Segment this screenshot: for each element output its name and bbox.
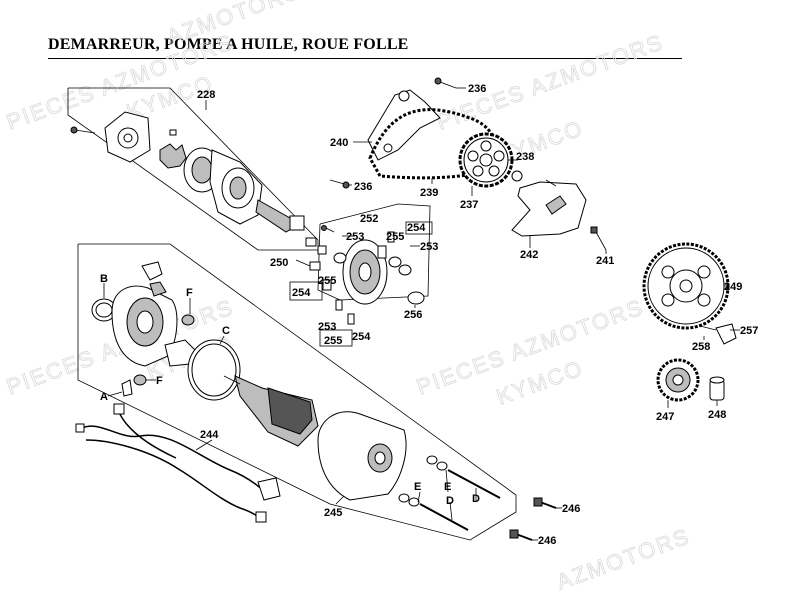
page-title: DEMARREUR, POMPE A HUILE, ROUE FOLLE <box>48 36 409 53</box>
label-253-c: 253 <box>318 321 336 333</box>
label-254-top: 254 <box>407 222 426 234</box>
label-236-top: 236 <box>468 83 486 95</box>
label-255-b: 255 <box>318 275 336 287</box>
label-254-mid: 254 <box>292 287 311 299</box>
label-238: 238 <box>516 151 534 163</box>
label-236-bottom: 236 <box>354 181 372 193</box>
watermark-layer: PIECES AZMOTORS KYMCO PIECES AZMOTORS KY… <box>3 0 694 592</box>
label-228: 228 <box>197 89 215 101</box>
label-247: 247 <box>656 411 674 423</box>
label-250: 250 <box>270 257 288 269</box>
label-F-bottom: F <box>156 375 163 387</box>
label-240: 240 <box>330 137 348 149</box>
label-253-a: 253 <box>346 231 364 243</box>
label-257: 257 <box>740 325 758 337</box>
chain-drive-group <box>329 77 523 189</box>
part-labels: 228 236 240 236 239 238 237 242 241 252 … <box>100 83 758 547</box>
leader-lines <box>103 87 740 541</box>
label-241: 241 <box>596 255 614 267</box>
label-E-right: E <box>444 481 451 493</box>
label-E-left: E <box>414 481 421 493</box>
label-245: 245 <box>324 507 342 519</box>
idle-gear-group <box>289 203 433 347</box>
label-252: 252 <box>360 213 378 225</box>
label-D-right: D <box>472 493 480 505</box>
bracket-242 <box>511 179 607 251</box>
bolts-246 <box>509 497 557 541</box>
label-254-bottom: 254 <box>352 331 371 343</box>
label-C: C <box>222 325 230 337</box>
title-underline <box>48 58 682 59</box>
label-239: 239 <box>420 187 438 199</box>
label-249: 249 <box>724 281 742 293</box>
label-B: B <box>100 273 108 285</box>
starter-motor-group <box>77 243 517 541</box>
watermark-text: AZMOTORS <box>163 0 303 50</box>
sprocket-group <box>642 242 737 402</box>
label-F-top: F <box>186 287 193 299</box>
wiring-harness-244 <box>75 403 281 523</box>
label-258: 258 <box>692 341 710 353</box>
oil-pump-group <box>67 87 319 251</box>
label-244: 244 <box>200 429 219 441</box>
watermark-text: AZMOTORS <box>553 523 693 592</box>
label-D-left: D <box>446 495 454 507</box>
label-255-c: 255 <box>324 335 342 347</box>
label-237: 237 <box>460 199 478 211</box>
label-A: A <box>100 391 108 403</box>
label-253-b: 253 <box>420 241 438 253</box>
label-255-a: 255 <box>386 231 404 243</box>
label-246-top: 246 <box>562 503 580 515</box>
label-248: 248 <box>708 409 726 421</box>
label-256: 256 <box>404 309 422 321</box>
label-246-bottom: 246 <box>538 535 556 547</box>
label-242: 242 <box>520 249 538 261</box>
